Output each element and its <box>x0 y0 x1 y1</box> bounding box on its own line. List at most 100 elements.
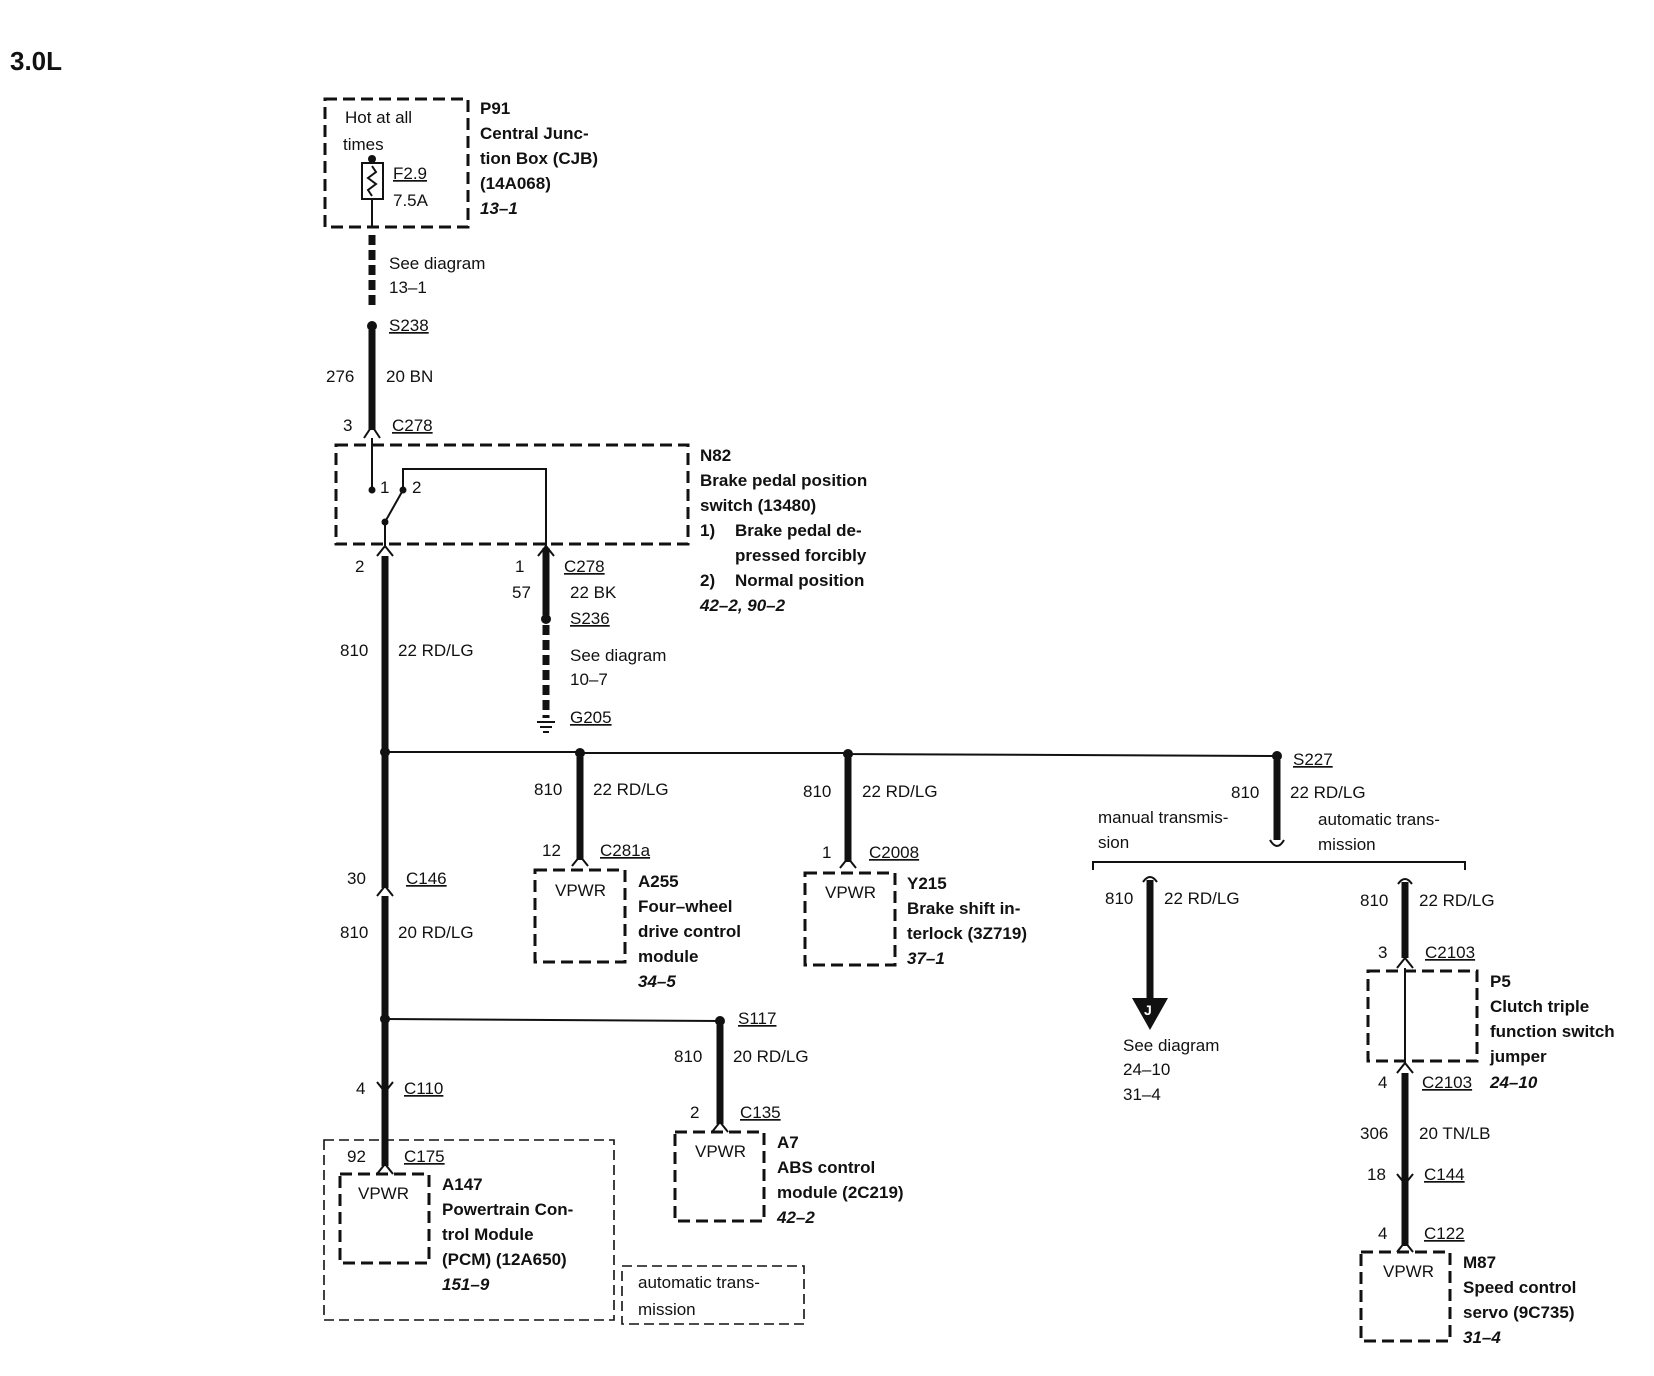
m87-id: M87 <box>1463 1253 1496 1272</box>
p5-name-1: Clutch triple <box>1490 997 1589 1016</box>
p5-ref: 24–10 <box>1489 1073 1538 1092</box>
c2103-top-connector <box>1396 956 1414 969</box>
manual-label-1: manual transmis- <box>1098 808 1228 827</box>
a255-wire-color: 22 RD/LG <box>593 780 669 799</box>
n82-name-1: Brake pedal position <box>700 471 867 490</box>
manual-see-2: 24–10 <box>1123 1060 1170 1079</box>
n82-note2: Normal position <box>735 571 864 590</box>
auto-circuit: 810 <box>1360 891 1388 910</box>
c2103-bot-connector <box>1396 1061 1414 1074</box>
c146-circuit: 810 <box>340 923 368 942</box>
y215-box <box>803 871 897 967</box>
switch-blade-icon <box>384 489 404 523</box>
y215-conn: C2008 <box>869 843 919 862</box>
c2103-bot-conn: C2103 <box>1422 1073 1472 1092</box>
a255-ref: 34–5 <box>638 972 676 991</box>
a7-circuit: 810 <box>674 1047 702 1066</box>
p91-name-2: tion Box (CJB) <box>480 149 598 168</box>
fuse-rating: 7.5A <box>393 191 429 210</box>
continuation-marker: J <box>1144 1002 1152 1018</box>
y215-connector <box>839 856 857 869</box>
splice-s238 <box>367 321 377 331</box>
continuation-arrow-icon <box>1132 998 1168 1030</box>
pcm-id: A147 <box>442 1175 483 1194</box>
pcm-auto-1: automatic trans- <box>638 1273 760 1292</box>
c135-connector <box>711 1120 729 1133</box>
y215-name-2: terlock (3Z719) <box>907 924 1027 943</box>
y215-term: VPWR <box>825 883 876 902</box>
c2103-top-pin: 3 <box>1378 943 1387 962</box>
c175-pin: 92 <box>347 1147 366 1166</box>
connector-c278-pin2 <box>376 544 394 557</box>
wire-276-color: 20 BN <box>386 367 433 386</box>
switch-ground-lead <box>402 468 547 548</box>
p91-name-1: Central Junc- <box>480 124 589 143</box>
a255-term: VPWR <box>555 881 606 900</box>
fuse-element <box>366 165 378 197</box>
c144-connector <box>1396 1173 1414 1186</box>
c110-pin: 4 <box>356 1079 365 1098</box>
main-wire: 22 RD/LG <box>398 641 474 660</box>
manual-circuit: 810 <box>1105 889 1133 908</box>
circuit-276: 276 <box>326 367 354 386</box>
a255-circuit: 810 <box>534 780 562 799</box>
c146-pin: 30 <box>347 869 366 888</box>
c146-connector <box>376 884 394 897</box>
p5-id: P5 <box>1490 972 1511 991</box>
see-diagram-2: See diagram <box>570 646 666 665</box>
m87-box <box>1359 1250 1452 1343</box>
hot-label-1: Hot at all <box>345 108 412 127</box>
gnd-conn: C278 <box>564 557 605 576</box>
c278-top-conn: C278 <box>392 416 433 435</box>
n82-name-2: switch (13480) <box>700 496 816 515</box>
a7-wire-color: 20 RD/LG <box>733 1047 809 1066</box>
c175-connector <box>376 1162 394 1175</box>
y215-wire-color: 22 RD/LG <box>862 782 938 801</box>
y215-pin: 1 <box>822 843 831 862</box>
pcm-box <box>338 1172 431 1265</box>
manual-connector <box>1142 876 1158 883</box>
splice-s236 <box>541 614 551 624</box>
p91-name-3: (14A068) <box>480 174 551 193</box>
auto-connector-top <box>1397 878 1413 885</box>
cjb-box <box>323 97 470 229</box>
pcm-name-3: (PCM) (12A650) <box>442 1250 567 1269</box>
n82-note1-2: pressed forcibly <box>735 546 867 565</box>
auto-label-1: automatic trans- <box>1318 810 1440 829</box>
s227-splice <box>1272 751 1282 761</box>
pcm-term: VPWR <box>358 1184 409 1203</box>
s227-circuit: 810 <box>1231 783 1259 802</box>
c135-pin: 2 <box>690 1103 699 1122</box>
a255-splice <box>575 748 585 758</box>
see-diagram-1-ref: 13–1 <box>389 278 427 297</box>
m87-term: VPWR <box>1383 1262 1434 1281</box>
n82-note1-1: Brake pedal de- <box>735 521 862 540</box>
n82-id: N82 <box>700 446 731 465</box>
pcm-outer-box <box>323 1139 615 1321</box>
n82-ref: 42–2, 90–2 <box>699 596 786 615</box>
auto-label-2: mission <box>1318 835 1376 854</box>
n82-note2-num: 2) <box>700 571 715 590</box>
y215-ref: 37–1 <box>907 949 945 968</box>
c278-top-pin: 3 <box>343 416 352 435</box>
splice-s117 <box>715 1016 725 1026</box>
m87-name-2: servo (9C735) <box>1463 1303 1575 1322</box>
a255-pin: 12 <box>542 841 561 860</box>
y215-splice <box>843 749 853 759</box>
gnd-pin: 1 <box>515 557 524 576</box>
y215-id: Y215 <box>907 874 947 893</box>
c110-conn: C110 <box>404 1079 443 1098</box>
a255-conn: C281a <box>600 841 651 860</box>
wire-57-color: 22 BK <box>570 583 617 602</box>
c2103-top-conn: C2103 <box>1425 943 1475 962</box>
s227-label: S227 <box>1293 750 1333 769</box>
see-diagram-1: See diagram <box>389 254 485 273</box>
s236-label: S236 <box>570 609 610 628</box>
circuit-306: 306 <box>1360 1124 1388 1143</box>
a255-box <box>533 868 627 964</box>
m87-name-1: Speed control <box>1463 1278 1576 1297</box>
y215-circuit: 810 <box>803 782 831 801</box>
switch-pin-2: 2 <box>412 478 421 497</box>
p5-box <box>1366 969 1479 1063</box>
